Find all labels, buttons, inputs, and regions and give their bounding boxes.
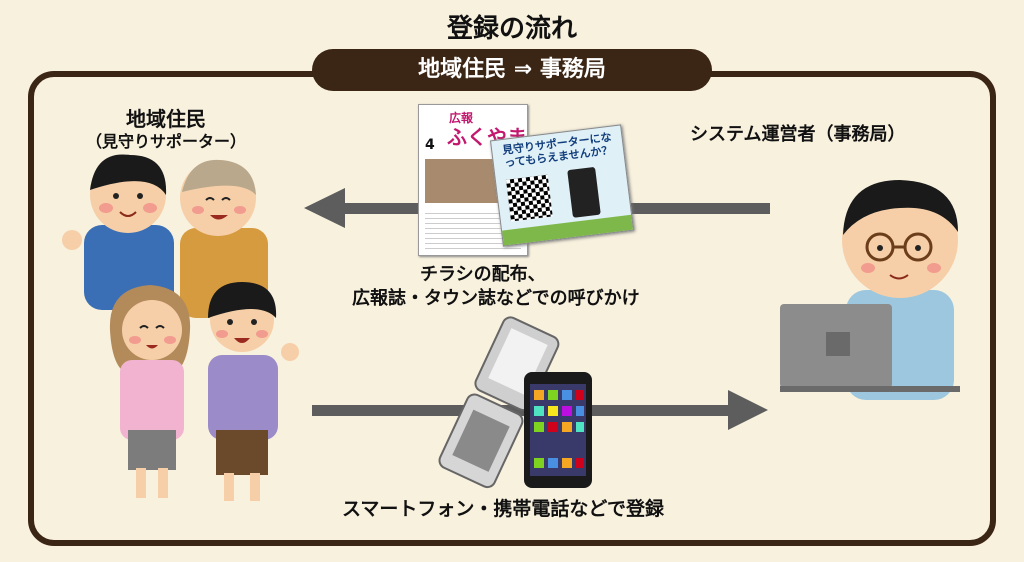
- operator-illustration: [780, 180, 960, 400]
- phones-illustration: [437, 315, 592, 490]
- qr-code-icon: [506, 175, 553, 222]
- distribution-caption-line1: チラシの配布、: [420, 260, 546, 286]
- recruit-flyer: 見守りサポーターになってもらえませんか？: [490, 124, 634, 246]
- registration-caption: スマートフォン・携帯電話などで登録: [342, 494, 664, 521]
- distribution-caption-line2: 広報誌・タウン誌などでの呼びかけ: [352, 284, 640, 310]
- recruit-headline: 見守りサポーターになってもらえませんか？: [498, 130, 618, 170]
- residents-illustration: [62, 154, 299, 501]
- magazine-issue: 4: [425, 137, 435, 153]
- smartphone-icon: [567, 167, 601, 218]
